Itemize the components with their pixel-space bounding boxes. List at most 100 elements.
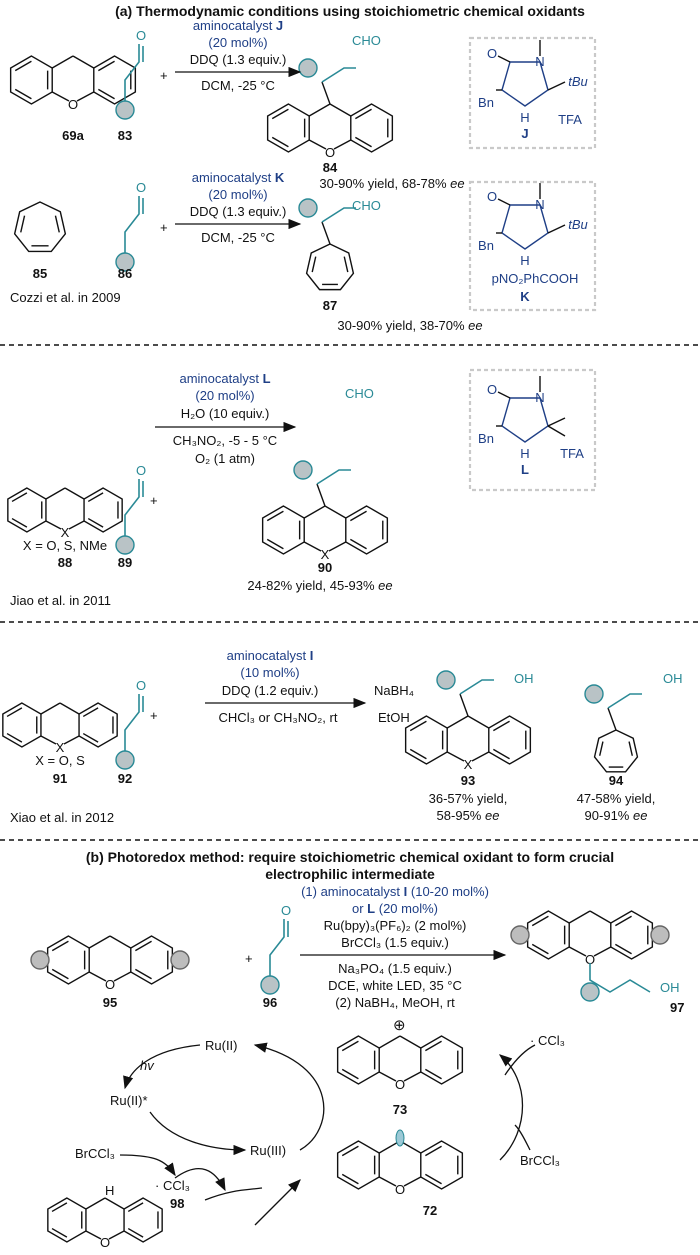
condition-catalyst: aminocatalyst L	[179, 371, 270, 386]
nh-hydrogen: H	[520, 253, 529, 268]
substituent-circle	[580, 982, 600, 1002]
benzene-ring	[488, 715, 532, 765]
compound-69a: 69a	[62, 128, 84, 143]
bond	[589, 910, 612, 924]
bond	[446, 751, 465, 762]
double-bond	[355, 136, 372, 148]
bond	[72, 55, 95, 69]
plus-sign: +	[245, 951, 253, 966]
substituent-circle	[293, 460, 313, 480]
benzene-ring	[610, 910, 654, 960]
condition-base: Na₃PO₄ (1.5 equiv.)	[338, 961, 452, 976]
benzene-ring	[47, 1197, 87, 1243]
double-bond	[271, 108, 289, 120]
x-definition: X = O, S	[35, 753, 85, 768]
benzene-ring	[350, 103, 394, 153]
side-chain	[589, 963, 651, 993]
bond	[113, 971, 132, 982]
double-bond	[409, 748, 427, 760]
condition-catalyst: aminocatalyst I	[227, 648, 314, 663]
condition-reduction: (2) NaBH₄, MeOH, rt	[335, 995, 455, 1010]
bond	[467, 715, 490, 729]
bond	[547, 417, 566, 427]
double-bond	[11, 517, 28, 528]
bond	[303, 541, 322, 552]
double-bond	[493, 720, 510, 732]
double-bond	[20, 215, 26, 233]
bond	[308, 139, 327, 150]
compound-97: 97	[670, 1000, 684, 1015]
double-bond	[51, 968, 69, 980]
side-chain	[321, 67, 356, 83]
cho-group: CHO	[345, 386, 374, 401]
double-bond	[531, 943, 549, 955]
heteroatom: O	[395, 1077, 405, 1092]
yield-90: 24-82% yield, 45-93% ee	[247, 578, 392, 593]
brccl3-right: BrCCl₃	[520, 1153, 560, 1168]
nh-hydrogen: H	[520, 446, 529, 461]
carbonyl	[497, 55, 511, 63]
ee-93: 58-95% ee	[437, 808, 500, 823]
aldehyde-chain	[124, 694, 140, 751]
double-bond	[14, 88, 32, 100]
condition-reductant: NaBH₄	[374, 683, 414, 698]
bond	[88, 935, 111, 949]
double-bond	[425, 1068, 442, 1080]
condition-solvent: DCM, -25 °C	[201, 230, 275, 245]
bond	[303, 505, 326, 519]
substituent-circle	[170, 950, 190, 970]
compound-86: 86	[118, 266, 132, 281]
carbonyl-oxygen: O	[136, 28, 146, 43]
heteroatom: O	[68, 97, 78, 112]
double-bond	[6, 707, 23, 718]
double-bond	[341, 1040, 359, 1052]
benzene-ring	[83, 487, 123, 533]
heteroatom: O	[325, 145, 335, 160]
double-bond	[615, 943, 632, 955]
yield-87: 30-90% yield, 38-70% ee	[337, 318, 482, 333]
condition-additive: H₂O (10 equiv.)	[181, 406, 270, 421]
bond	[63, 735, 80, 745]
cho-group: CHO	[352, 198, 381, 213]
compound-89: 89	[118, 555, 132, 570]
catalyst-label: J	[521, 126, 528, 141]
ru-ii: Ru(II)	[205, 1038, 238, 1053]
double-bond	[341, 1173, 359, 1185]
benzene-ring	[266, 103, 310, 153]
double-bond	[51, 940, 69, 952]
compound-98: 98	[170, 1196, 184, 1211]
double-bond	[409, 720, 427, 732]
section-a-title: (a) Thermodynamic conditions using stoic…	[115, 3, 585, 19]
double-bond	[127, 1202, 144, 1213]
benzene-ring	[123, 1197, 163, 1243]
hv-label: hv	[140, 1058, 155, 1073]
compound-85: 85	[33, 266, 47, 281]
bond	[593, 946, 612, 957]
imidazolidinone-ring	[501, 204, 549, 250]
carbonyl-oxygen: O	[487, 382, 497, 397]
imidazolidinone-ring	[501, 61, 549, 107]
benzene-ring	[78, 702, 118, 748]
cycle-arrow	[174, 1168, 226, 1192]
ccl3-radical: · CCl₃	[155, 1178, 190, 1193]
double-bond	[51, 1202, 68, 1213]
bond	[403, 1176, 422, 1187]
bond	[68, 520, 85, 530]
substituent-circle	[115, 100, 135, 120]
benzene-ring	[404, 715, 448, 765]
benzene-ring	[336, 1140, 380, 1190]
bond	[324, 505, 347, 519]
substituent-circle	[115, 535, 135, 555]
section-b-title-2: electrophilic intermediate	[265, 866, 435, 882]
oh-group: OH	[660, 980, 680, 995]
bond	[321, 81, 331, 105]
compound-87: 87	[323, 298, 337, 313]
benzene-ring	[93, 55, 137, 105]
carbonyl-oxygen: O	[136, 180, 146, 195]
cycle-arrow	[149, 1111, 247, 1156]
side-chain	[607, 693, 642, 709]
carbonyl	[497, 391, 511, 399]
double-bond	[341, 1068, 359, 1080]
plus-sign: +	[150, 708, 158, 723]
